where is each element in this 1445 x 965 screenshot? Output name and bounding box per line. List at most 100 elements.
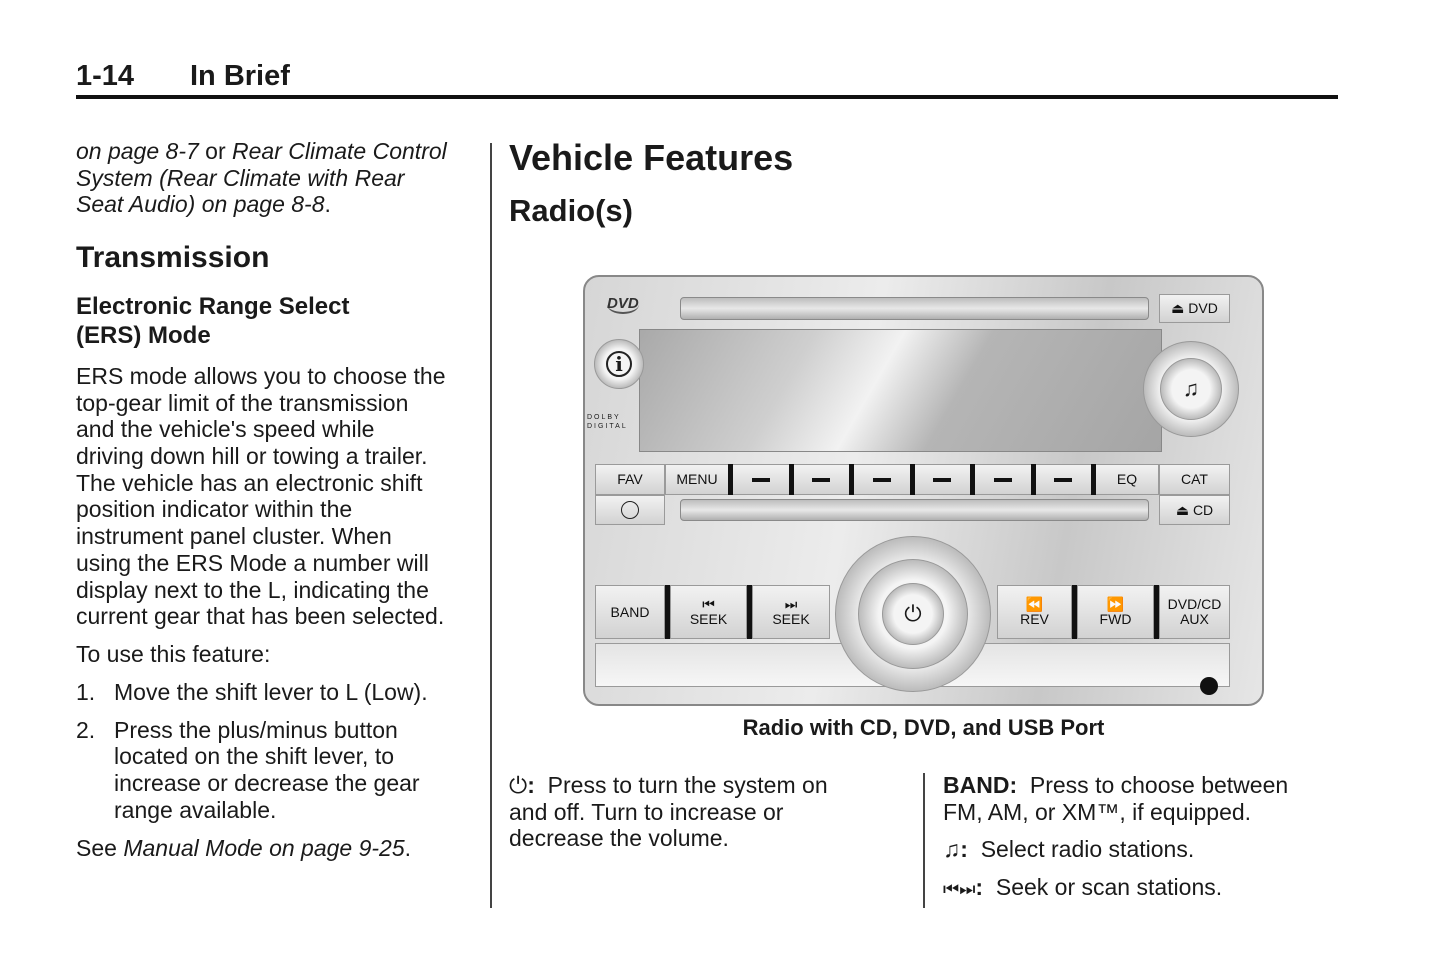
- separator: [849, 464, 854, 495]
- eject-icon: ⏏: [1175, 501, 1193, 518]
- page-reference[interactable]: System (Rear Climate with Rear: [76, 164, 405, 191]
- radios-heading: Radio(s): [509, 193, 633, 228]
- eject-dvd-label: DVD: [1188, 300, 1218, 316]
- eject-dvd-button[interactable]: ⏏ DVD: [1159, 294, 1230, 323]
- see-prefix: See: [76, 835, 124, 861]
- fav-button[interactable]: FAV: [595, 464, 665, 495]
- text: .: [324, 191, 331, 218]
- separator: [970, 464, 975, 495]
- text: or: [198, 138, 233, 164]
- preset-3[interactable]: [854, 477, 910, 482]
- preset-2[interactable]: [794, 477, 850, 482]
- cat-button[interactable]: CAT: [1159, 464, 1230, 495]
- band-button[interactable]: BAND: [595, 585, 665, 639]
- page-reference[interactable]: Seat Audio) on page 8-8: [76, 191, 325, 218]
- intro-line: Seat Audio) on page 8-8.: [76, 191, 447, 218]
- separator: [909, 464, 915, 495]
- step-number: 2.: [76, 716, 96, 743]
- to-use-text: To use this feature:: [76, 641, 271, 667]
- power-icon: ⏻: [882, 583, 944, 645]
- separator-colon: :: [975, 874, 984, 900]
- ers-heading-line: Electronic Range Select: [76, 293, 350, 320]
- rewind-icon: ⏪: [1025, 596, 1044, 612]
- preset-4[interactable]: [915, 477, 971, 482]
- desc-text: Select radio stations.: [980, 836, 1195, 862]
- seek-back-icon: ⏮: [702, 596, 715, 612]
- step-line: increase or decrease the gear: [114, 770, 420, 797]
- eject-cd-button[interactable]: ⏏ CD: [1159, 495, 1230, 525]
- preset-1[interactable]: [733, 477, 789, 482]
- display-screen: [639, 329, 1162, 452]
- intro-line: System (Rear Climate with Rear: [76, 165, 447, 192]
- desc-text: Seek or scan stations.: [995, 874, 1223, 900]
- usb-port: [1200, 677, 1218, 695]
- fwd-button[interactable]: ⏩FWD: [1077, 585, 1154, 639]
- page-reference[interactable]: on page 8-7: [76, 138, 199, 164]
- info-button[interactable]: i: [594, 339, 644, 389]
- paragraph-line: instrument panel cluster. When: [76, 523, 392, 550]
- column-divider: [490, 143, 492, 908]
- menu-button[interactable]: MENU: [676, 471, 718, 487]
- see-reference: See Manual Mode on page 9-25.: [76, 835, 411, 862]
- rev-button[interactable]: ⏪REV: [997, 585, 1072, 639]
- seek-label: SEEK: [772, 611, 810, 627]
- paragraph-line: driving down hill or towing a trailer.: [76, 443, 428, 470]
- desc-line: FM, AM, or XM™, if equipped.: [943, 798, 1252, 825]
- dvd-slot: [680, 297, 1149, 320]
- ers-heading-line: (ERS) Mode: [76, 322, 211, 349]
- band-description: BAND: Press to choose between FM, AM, or…: [943, 772, 1288, 825]
- steps-list: 1.Move the shift lever to L (Low).2.Pres…: [76, 679, 428, 834]
- manual-mode-link[interactable]: Manual Mode on page 9-25: [123, 835, 405, 861]
- eject-icon: ⏏: [1171, 300, 1189, 316]
- paragraph-line: using the ERS Mode a number will: [76, 549, 429, 576]
- separator-colon: :: [527, 772, 535, 798]
- header-rule: [76, 95, 1338, 99]
- power-volume-knob[interactable]: ⏻: [835, 536, 991, 692]
- vehicle-features-heading: Vehicle Features: [509, 137, 794, 178]
- step-line: Move the shift lever to L (Low).: [114, 679, 428, 705]
- power-icon: ⏻: [509, 772, 528, 798]
- separator: [1030, 464, 1036, 495]
- paragraph-line: current gear that has been selected.: [76, 603, 445, 630]
- seek-back-button[interactable]: ⏮SEEK: [670, 585, 747, 639]
- preset-5[interactable]: [975, 477, 1031, 482]
- seek-forward-button[interactable]: ⏭SEEK: [752, 585, 830, 639]
- paragraph-line: and the vehicle's speed while: [76, 416, 375, 443]
- column-divider-2: [923, 773, 925, 908]
- radio-illustration: DVD ⏏ DVD i ♫ DOLBY DIGITAL FAV MENU EQ …: [583, 275, 1264, 706]
- paragraph-line: position indicator within the: [76, 496, 353, 523]
- page-number: 1-14: [76, 60, 135, 92]
- radio-caption: Radio with CD, DVD, and USB Port: [742, 715, 1105, 740]
- paragraph-line: display next to the L, indicating the: [76, 576, 429, 603]
- page-reference[interactable]: Rear Climate Control: [232, 138, 447, 164]
- clock-button[interactable]: [595, 495, 665, 525]
- transmission-heading: Transmission: [76, 241, 270, 274]
- preset-bar: MENU EQ: [665, 464, 1159, 495]
- tune-knob[interactable]: ♫: [1143, 341, 1239, 437]
- see-suffix: .: [404, 835, 412, 861]
- desc-line: and off. Turn to increase or: [509, 798, 784, 825]
- clock-icon: [621, 501, 639, 519]
- music-icon: ♫: [1160, 358, 1222, 420]
- ers-heading: Electronic Range Select (ERS) Mode: [76, 292, 349, 350]
- separator-colon: :: [960, 836, 968, 862]
- seek-description: ⏮⏭: Seek or scan stations.: [943, 874, 1222, 903]
- separator: [1154, 585, 1159, 639]
- fast-forward-icon: ⏩: [1106, 596, 1125, 612]
- info-icon: i: [606, 351, 632, 377]
- separator: [1091, 464, 1096, 495]
- seek-forward-icon: ⏭: [784, 596, 798, 612]
- music-description: ♫: Select radio stations.: [943, 836, 1194, 863]
- paragraph-line: top-gear limit of the transmission: [76, 389, 409, 416]
- dvd-logo: DVD: [607, 295, 639, 314]
- music-icon: ♫: [943, 836, 961, 862]
- desc-line: decrease the volume.: [509, 825, 729, 852]
- separator: [747, 585, 752, 639]
- fwd-label: FWD: [1099, 611, 1132, 627]
- eq-button[interactable]: EQ: [1116, 471, 1138, 487]
- preset-6[interactable]: [1036, 477, 1092, 482]
